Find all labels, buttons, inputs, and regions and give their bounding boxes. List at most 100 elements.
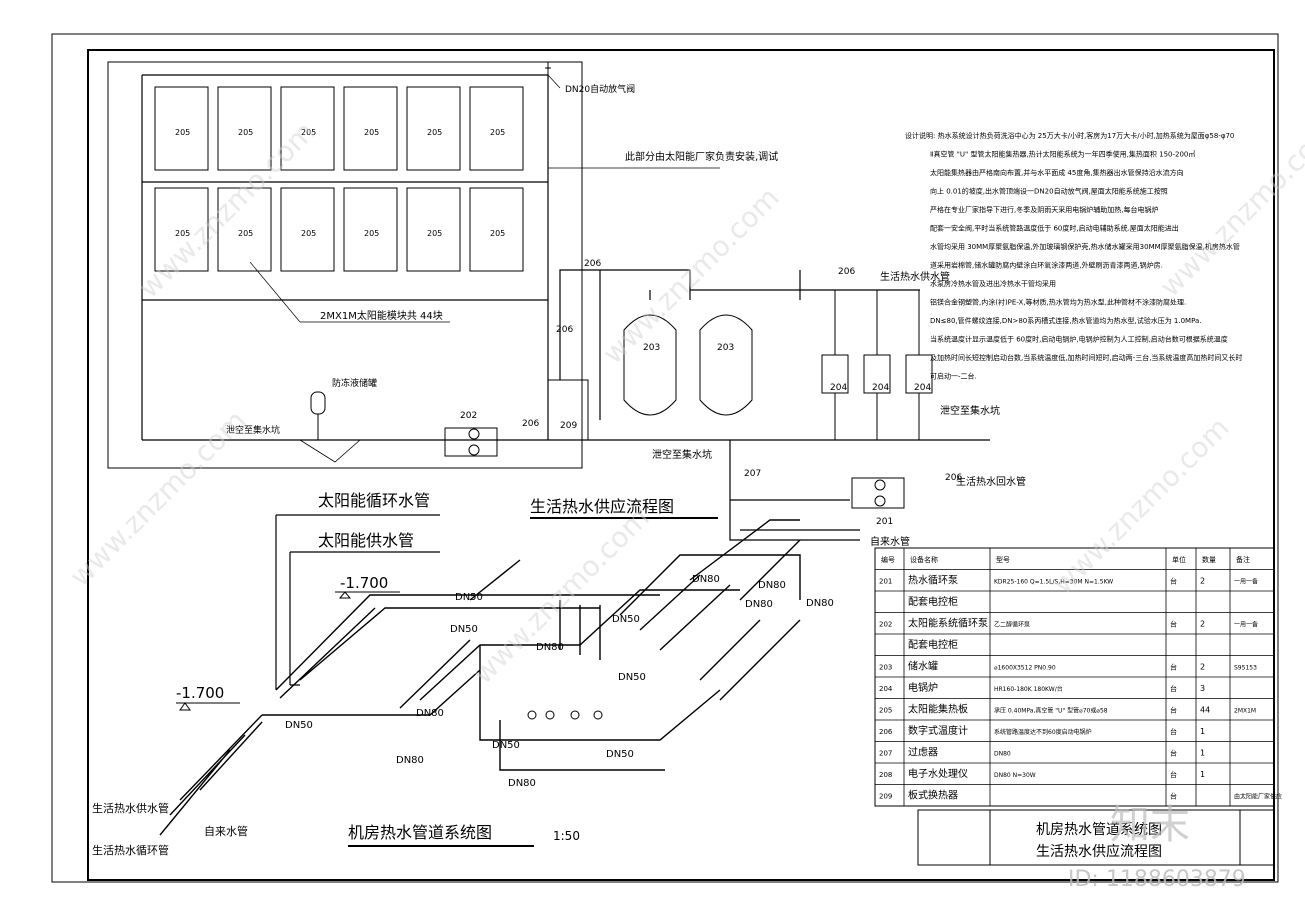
- table-cell: 202: [879, 621, 892, 629]
- table-cell: KDR25-160 Q=1.5L/S,H=30M N=1.5KW: [994, 579, 1113, 586]
- thermometer-tag: 206: [522, 419, 539, 429]
- table-cell: 热水循环泵: [908, 574, 958, 587]
- table-cell: 3: [1200, 684, 1205, 693]
- pump-202-label: 202: [460, 411, 477, 421]
- watermark-text: www.znzmo.com: [1046, 411, 1235, 600]
- brand-logo: 知末: [1110, 802, 1190, 848]
- thermometer-tag: 206: [838, 267, 855, 277]
- boiler-label: 204: [914, 383, 931, 393]
- drain-label: 泄空至集水坑: [652, 448, 712, 461]
- dn-label: DN80: [416, 708, 444, 719]
- table-cell: 台: [1170, 706, 1177, 715]
- circulation-pump-201: [851, 477, 905, 509]
- note-line: Ⅱ真空管 "U" 型管太阳能集热器,热计太阳能系统为一年四季使用,集热面积 15…: [930, 150, 1195, 159]
- solar-panel-label: 205: [490, 229, 505, 238]
- solar-panel: 205: [280, 187, 335, 272]
- table-header-cell: 型号: [996, 555, 1010, 564]
- table-cell: 板式换热器: [908, 789, 958, 802]
- solar-panel: 205: [343, 187, 398, 272]
- table-cell: 1: [1200, 770, 1205, 779]
- storage-tank-2: [699, 314, 753, 416]
- table-cell: 206: [879, 728, 893, 736]
- iso-solar-return-pipe: [275, 514, 440, 690]
- plant-piping: [559, 269, 990, 541]
- hot-supply-label: 生活热水供水管: [880, 270, 950, 283]
- outer-frame: [51, 33, 1279, 883]
- elevation-symbol-1: [335, 591, 400, 599]
- table-cell: DN80 N=30W: [994, 772, 1036, 779]
- table-header-cell: 数量: [1202, 555, 1216, 564]
- table-cell: 一用一备: [1234, 621, 1258, 629]
- table-cell: 台: [1170, 749, 1177, 758]
- note-line: 配套一安全阀,平时当系统管路温度低于 60度时,启动电辅助系统.屋面太阳能进出: [930, 224, 1179, 233]
- solar-panel-label: 205: [238, 128, 253, 137]
- table-cell: 205: [879, 707, 892, 715]
- expansion-tank-label: 防冻液储罐: [332, 377, 377, 389]
- image-id-watermark: ID: 1188603879: [1068, 867, 1246, 892]
- note-line: 及加热时间长短控制启动台数,当系统温度低,加热时间短时,启动两-三台,当系统温度…: [930, 353, 1242, 362]
- solar-panel-label: 205: [301, 128, 316, 137]
- dn-label: DN80: [745, 599, 773, 610]
- leader-line: [547, 74, 561, 89]
- dn-label: DN50: [455, 592, 483, 603]
- table-cell: 1: [1200, 749, 1205, 758]
- solar-panel: 205: [217, 86, 272, 171]
- expansion-tank: [310, 391, 326, 415]
- watermark-text: www.znzmo.com: [1153, 114, 1305, 303]
- boiler-label: 204: [872, 383, 889, 393]
- table-header-cell: 备注: [1236, 555, 1250, 564]
- solar-panel: 205: [280, 86, 335, 171]
- table-cell: 2MX1M: [1234, 708, 1256, 715]
- watermark-text: www.znzmo.com: [63, 404, 252, 593]
- isometric-scale: 1:50: [553, 829, 580, 843]
- table-cell: HR160-180K 180KW/台: [994, 685, 1063, 693]
- plate-heat-exchanger: [547, 379, 589, 441]
- table-cell: 203: [879, 664, 892, 672]
- drain-label: 泄空至集水坑: [940, 404, 1000, 417]
- solar-panel-label: 205: [364, 128, 379, 137]
- table-cell: 数字式温度计: [908, 724, 968, 737]
- dn-label: DN80: [508, 778, 536, 789]
- table-header-cell: 单位: [1172, 555, 1186, 564]
- table-cell: 电子水处理仪: [908, 767, 968, 780]
- table-cell: 承压 0.40MPa,真空管 "U" 型管⌀70或⌀58: [994, 707, 1108, 715]
- table-cell: 204: [879, 685, 893, 693]
- iso-solar-supply-pipe: [289, 551, 440, 686]
- table-cell: 台: [1170, 663, 1177, 672]
- note-line: 铝镁合金钢塑管,内涂(衬)PE-X,等材质,热水管均为热水型,此种管材不涂漆防腐…: [930, 298, 1186, 307]
- table-cell: 台: [1170, 684, 1177, 693]
- table-cell: 过虑器: [908, 746, 938, 759]
- table-cell: DN80: [994, 751, 1011, 758]
- label-hot-supply: 生活热水供水管: [92, 801, 169, 815]
- note-line: 水管均采用 30MM厚聚氨脂保温,外加玻璃钢保护壳,热水储水罐采用30MM厚聚氨…: [930, 242, 1240, 251]
- table-cell: 一用一备: [1234, 578, 1258, 586]
- design-notes: 设计说明: 热水系统设计热负荷洗浴中心为 25万大卡/小时,客房为17万大卡/小…: [905, 131, 1242, 381]
- label-solar-supply: 太阳能供水管: [318, 531, 414, 550]
- table-cell: 太阳能系统循环泵: [908, 617, 988, 630]
- title-block: 机房热水管道系统图 生活热水供应流程图: [917, 809, 1275, 866]
- solar-panel: 205: [469, 86, 524, 171]
- table-cell: 乙二醇循环泵: [994, 621, 1030, 629]
- cold-inlet-label: 自来水管: [870, 535, 910, 548]
- drain-label: 泄空至集水坑: [226, 424, 280, 436]
- flow-diagram-title: 生活热水供应流程图: [530, 497, 674, 516]
- table-cell: 44: [1200, 706, 1210, 715]
- roof-zone-boundary: [107, 61, 583, 469]
- elevation-mark-2: -1.700: [176, 684, 224, 702]
- table-cell: 配套电控柜: [908, 595, 958, 608]
- table-cell: 2: [1200, 663, 1205, 672]
- table-cell: 储水罐: [908, 660, 938, 673]
- note-line: 严格在专业厂家指导下进行,冬季及阴雨天采用电锅炉辅助加热,每台电锅炉: [930, 205, 1158, 214]
- solar-panel-label: 205: [238, 229, 253, 238]
- dn-label: DN50: [618, 672, 646, 683]
- solar-panel-label: 205: [175, 229, 190, 238]
- circulation-pump-202: [444, 427, 498, 457]
- table-cell: 台: [1170, 792, 1177, 801]
- table-cell: 太阳能集热板: [908, 703, 968, 716]
- solar-panel-label: 205: [175, 128, 190, 137]
- solar-panel: 205: [154, 86, 209, 171]
- isometric-title: 机房热水管道系统图: [348, 823, 492, 842]
- watermark-text: www.znzmo.com: [596, 181, 785, 370]
- boiler-label: 204: [830, 383, 847, 393]
